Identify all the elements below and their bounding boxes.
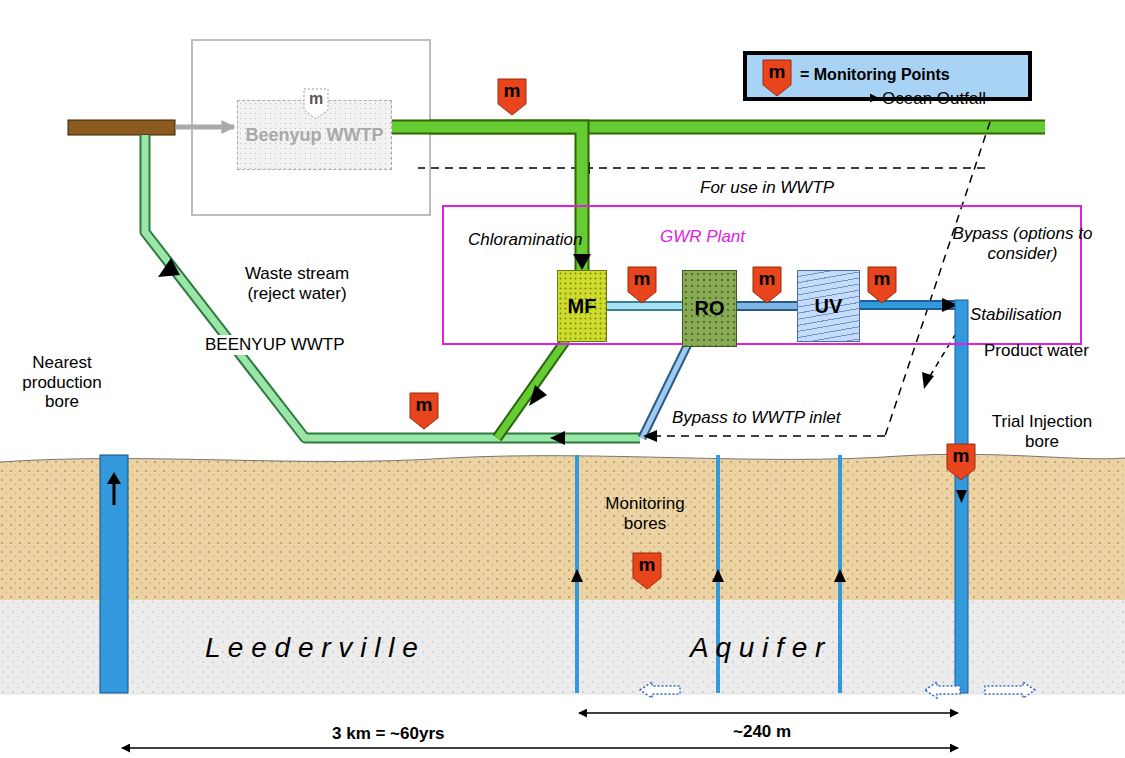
wwtp-frame xyxy=(68,40,430,215)
product-pipe xyxy=(955,300,968,693)
node-label: GWR Plant xyxy=(660,227,745,247)
outfall-pipe xyxy=(770,97,878,98)
marker-shape xyxy=(410,393,438,429)
monitoring-marker: m xyxy=(867,266,897,304)
marker-letter: m xyxy=(632,554,662,576)
pipe-connector xyxy=(737,306,797,307)
flow-arrows xyxy=(640,682,680,698)
bores xyxy=(100,455,128,693)
pipe-connector xyxy=(607,303,682,309)
pipe-connector xyxy=(392,127,582,270)
dimension-lines xyxy=(579,712,958,714)
annotation-label: Product water xyxy=(984,341,1089,361)
dimension-lines xyxy=(122,747,958,749)
annotation-label: 3 km = ~60yrs xyxy=(330,724,446,744)
waste-pipe xyxy=(158,258,180,277)
annotation-label: Bypass (options to consider) xyxy=(930,224,1115,263)
annotation-label: Stabilisation xyxy=(970,305,1062,325)
marker-letter: m xyxy=(867,268,897,290)
monitoring-marker: m xyxy=(752,266,782,304)
marker-shape xyxy=(633,553,661,589)
bypass-dashes xyxy=(643,430,657,442)
flow-arrows xyxy=(985,682,1035,698)
arrow-head xyxy=(573,254,591,270)
waste-pipe xyxy=(550,431,565,445)
product-pipe xyxy=(858,298,968,693)
marker-letter: m xyxy=(497,80,527,102)
waste-pipe xyxy=(145,135,640,438)
monitoring-marker: m xyxy=(946,443,976,481)
dimension-lines xyxy=(122,713,958,748)
bypass-dashes xyxy=(922,372,934,389)
annotation-label: Waste stream (reject water) xyxy=(232,264,362,303)
monitoring-marker: m xyxy=(627,266,657,304)
annotation-label: Chloramination xyxy=(468,230,582,250)
annotation-label: BEENYUP WWTP xyxy=(203,335,346,355)
waste-pipe xyxy=(145,135,640,438)
annotation-label: Monitoring bores xyxy=(590,494,700,533)
bypass-dashes xyxy=(418,167,985,169)
pipe-connector xyxy=(737,303,797,309)
monitoring-marker: m xyxy=(497,78,527,116)
bypass-dashes xyxy=(930,335,955,376)
marker-shape xyxy=(753,267,781,303)
annotation-label: L e e d e r v i l l e xyxy=(205,632,418,664)
legend-text: = Monitoring Points xyxy=(800,66,950,84)
marker-shape xyxy=(498,79,526,115)
marker-letter: m xyxy=(762,61,792,83)
node-label: UV xyxy=(815,295,843,318)
monitoring-marker: m xyxy=(632,552,662,590)
bores xyxy=(113,482,116,505)
marker-letter: m xyxy=(627,268,657,290)
marker-shape xyxy=(628,267,656,303)
waste-pipe xyxy=(145,135,688,445)
annotation-label: Nearest production bore xyxy=(12,353,112,412)
marker-shape xyxy=(947,444,975,480)
pipe-connector xyxy=(607,301,682,311)
flow-arrows xyxy=(925,682,960,698)
process-box: RO xyxy=(682,270,737,347)
marker-letter: m xyxy=(303,90,329,108)
annotation-label: Bypass to WWTP inlet xyxy=(672,408,840,428)
wwtp-frame xyxy=(176,125,234,130)
annotation-label: Ocean Outfall xyxy=(882,89,986,109)
annotation-label: A q u i f e r xyxy=(690,632,824,664)
bores xyxy=(100,455,846,693)
marker-letter: m xyxy=(409,394,439,416)
waste-pipe xyxy=(529,385,547,406)
monitoring-marker: m xyxy=(303,88,329,120)
bores xyxy=(107,472,121,484)
node-label: Beenyup WWTP xyxy=(246,125,384,146)
bypass-dashes xyxy=(418,122,990,442)
pipe-connector xyxy=(607,306,682,307)
marker-letter: m xyxy=(752,268,782,290)
bores xyxy=(712,569,724,582)
marker-letter: m xyxy=(946,445,976,467)
bores xyxy=(834,569,846,582)
annotation-label: For use in WWTP xyxy=(700,178,834,198)
marker-shape xyxy=(763,60,791,96)
waste-pipe xyxy=(497,340,566,438)
marker-shape xyxy=(868,267,896,303)
pipe-connector xyxy=(392,127,582,270)
bores xyxy=(571,569,583,582)
bypass-dashes xyxy=(650,435,885,437)
waste-pipe xyxy=(497,340,566,438)
node-label: RO xyxy=(695,297,725,320)
monitoring-marker: m xyxy=(762,59,792,97)
flow-arrows xyxy=(640,682,1035,698)
annotation-label: ~240 m xyxy=(733,722,791,742)
bypass-dashes xyxy=(885,122,990,436)
pipe-connector xyxy=(392,127,591,270)
marker-shape xyxy=(304,89,328,119)
wwtp-frame xyxy=(68,120,175,135)
process-box: MF xyxy=(557,270,607,342)
product-pipe xyxy=(956,490,967,503)
node-label: MF xyxy=(568,295,597,318)
monitoring-marker: m xyxy=(409,392,439,430)
annotation-label: Trial Injection bore xyxy=(978,412,1106,451)
process-box: UV xyxy=(797,270,860,342)
